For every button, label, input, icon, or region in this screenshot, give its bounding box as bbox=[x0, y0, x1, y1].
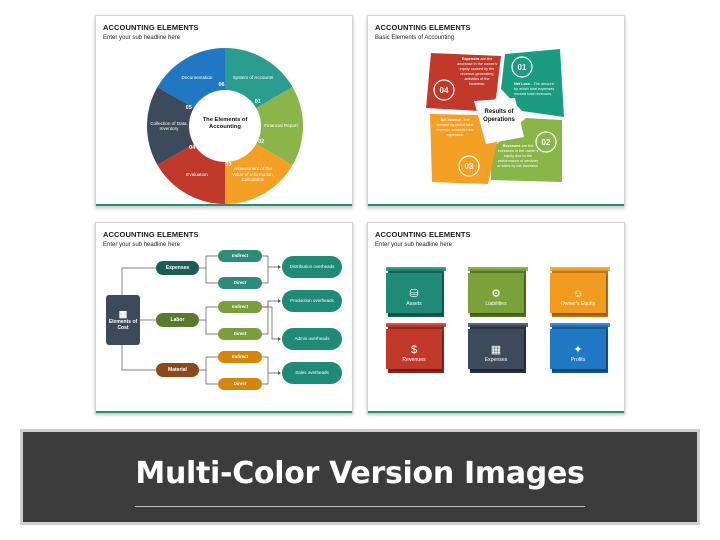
tile-label: Owner's Equity bbox=[560, 301, 596, 308]
quad-desc-net-income: the amount by which total revenue exceed… bbox=[436, 118, 474, 137]
num-badge-01 bbox=[511, 56, 533, 78]
wheel-center-label: The Elements of Accounting bbox=[202, 117, 248, 131]
group-expenses[interactable]: Expenses bbox=[156, 261, 199, 275]
quad-expenses bbox=[426, 53, 501, 111]
tile-label: Revenues bbox=[402, 357, 426, 364]
version-banner: Multi-Color Version Images bbox=[20, 429, 700, 525]
segment-num-06: 06 bbox=[218, 82, 225, 89]
output-admin-overheads[interactable]: Admin overheads bbox=[282, 328, 342, 350]
slide-title: ACCOUNTING ELEMENTS bbox=[103, 230, 199, 239]
segment-label-01: System of Accounts bbox=[232, 74, 274, 80]
tile-label: Expenses bbox=[484, 357, 508, 364]
tile-owner-s-equity[interactable]: ☺Owner's Equity bbox=[550, 273, 606, 313]
tile-liabilities[interactable]: ⚙Liabilities bbox=[468, 273, 524, 313]
tile-label: Profits bbox=[570, 357, 586, 364]
quad-text-expenses: Expenses are the decrease in the owner's… bbox=[456, 57, 498, 87]
center-box bbox=[474, 98, 524, 144]
quad-num-04: 04 bbox=[439, 86, 449, 95]
tile-tab bbox=[550, 267, 610, 271]
segment-label-06: Documentation bbox=[181, 74, 213, 80]
root-node[interactable]: ▦ Elements of Cost bbox=[106, 295, 140, 345]
quad-title-net-loss: Net Loss bbox=[514, 82, 531, 86]
wheel-segment-02 bbox=[225, 87, 303, 165]
expenses-direct[interactable]: Direct bbox=[218, 277, 262, 289]
coins-icon: ⛁ bbox=[409, 288, 419, 301]
segment-label-04: Evaluation bbox=[186, 171, 208, 177]
quad-text-revenues: Revenues are the increases in the owner'… bbox=[496, 144, 540, 169]
slide-title: ACCOUNTING ELEMENTS bbox=[375, 230, 471, 239]
segment-label-02: Financial Report bbox=[264, 123, 298, 129]
tile-tab bbox=[386, 267, 446, 271]
quad-title-revenues: Revenues bbox=[502, 144, 521, 148]
calculator-icon: ▦ bbox=[490, 344, 502, 357]
quad-num-02: 02 bbox=[541, 138, 551, 147]
slide-title: ACCOUNTING ELEMENTS bbox=[375, 23, 471, 32]
tile-label: Assets bbox=[406, 301, 422, 308]
tile-profits[interactable]: ✦Profits bbox=[550, 329, 606, 369]
segment-num-05: 05 bbox=[185, 105, 192, 112]
group-labor[interactable]: Labor bbox=[156, 313, 199, 327]
slide-subtitle: Enter your sub headline here bbox=[103, 242, 181, 248]
tile-label: Liabilities bbox=[485, 301, 507, 308]
people-icon: ☺ bbox=[572, 288, 584, 301]
tile-expenses[interactable]: ▦Expenses bbox=[468, 329, 524, 369]
segment-label-03: Assessment of the Value of Information, … bbox=[231, 166, 275, 183]
output-production-overheads[interactable]: Production overheads bbox=[282, 290, 342, 312]
quad-text-net-loss: Net Loss - The amount by which total exp… bbox=[514, 82, 555, 96]
material-direct[interactable]: Direct bbox=[218, 378, 262, 390]
quad-title-expenses: Expenses bbox=[461, 57, 480, 61]
segment-num-01: 01 bbox=[254, 99, 261, 106]
tile-tab bbox=[468, 267, 528, 271]
expenses-indirect[interactable]: Indirect bbox=[218, 250, 262, 262]
slide-accounting-tiles[interactable]: ACCOUNTING ELEMENTS Enter your sub headl… bbox=[367, 222, 625, 414]
slide-title: ACCOUNTING ELEMENTS bbox=[103, 23, 199, 32]
quad-title-net-income: Net Income bbox=[440, 118, 461, 122]
money-hand-icon: $ bbox=[410, 344, 418, 357]
quad-desc-expenses: are the decrease in the owner's equity c… bbox=[457, 57, 497, 86]
quad-desc-net-loss: The amount by which total expenses excee… bbox=[514, 82, 555, 96]
slide-elements-of-cost[interactable]: ACCOUNTING ELEMENTS Enter your sub headl… bbox=[95, 222, 353, 414]
slide-subtitle: Basic Elements of Accounting bbox=[375, 35, 455, 41]
quad-desc-revenues: are the increases in the owner's equity … bbox=[497, 144, 539, 168]
operations-diagram bbox=[426, 49, 564, 184]
segment-label-05: Collection of Data, Inventory bbox=[150, 120, 188, 132]
wheel-center bbox=[189, 90, 261, 162]
calculator-icon: ▦ bbox=[118, 308, 128, 319]
material-indirect[interactable]: Indirect bbox=[218, 351, 262, 363]
tile-tab bbox=[386, 323, 446, 327]
banner-title: Multi-Color Version Images bbox=[135, 456, 585, 491]
segment-num-04: 04 bbox=[189, 144, 196, 151]
output-sales-overheads[interactable]: Sales overheads bbox=[282, 362, 342, 384]
tile-assets[interactable]: ⛁Assets bbox=[386, 273, 442, 313]
quad-net-loss bbox=[501, 49, 564, 117]
banner-divider bbox=[135, 506, 585, 507]
labor-indirect[interactable]: Indirect bbox=[218, 301, 262, 313]
group-material[interactable]: Material bbox=[156, 363, 199, 377]
num-badge-03 bbox=[458, 155, 480, 177]
segment-num-03: 03 bbox=[225, 161, 232, 168]
slide-accounting-elements-cycle[interactable]: ACCOUNTING ELEMENTS Enter your sub headl… bbox=[95, 15, 353, 207]
output-distribution-overheads[interactable]: Distribution overheads bbox=[282, 256, 342, 278]
quad-num-03: 03 bbox=[464, 162, 474, 171]
tile-tab bbox=[550, 323, 610, 327]
num-badge-02 bbox=[535, 131, 557, 153]
labor-direct[interactable]: Direct bbox=[218, 328, 262, 340]
growth-icon: ✦ bbox=[573, 344, 583, 357]
segment-num-02: 02 bbox=[258, 138, 265, 145]
tile-revenues[interactable]: $Revenues bbox=[386, 329, 442, 369]
center-label: Results of Operations bbox=[483, 109, 515, 123]
root-label: Elements of Cost bbox=[108, 319, 138, 332]
quad-text-net-income: Net Income - the amount by which total r… bbox=[436, 118, 474, 137]
quad-num-01: 01 bbox=[517, 63, 527, 72]
wheel-segment-05 bbox=[147, 87, 225, 165]
slide-subtitle: Enter your sub headline here bbox=[375, 242, 453, 248]
network-icon: ⚙ bbox=[491, 288, 501, 301]
slide-subtitle: Enter your sub headline here bbox=[103, 35, 181, 41]
quad-net-income bbox=[430, 114, 498, 184]
tile-tab bbox=[468, 323, 528, 327]
elements-wheel bbox=[147, 48, 303, 204]
slide-results-of-operations[interactable]: ACCOUNTING ELEMENTS Basic Elements of Ac… bbox=[367, 15, 625, 207]
num-badge-04 bbox=[433, 79, 455, 101]
